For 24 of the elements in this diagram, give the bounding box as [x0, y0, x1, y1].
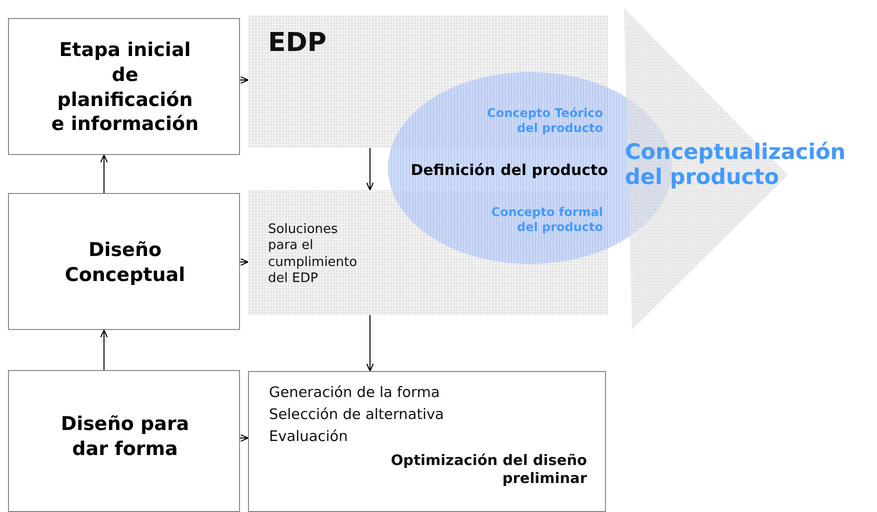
- arrow: [366, 148, 374, 191]
- stage-box: [8, 370, 240, 512]
- stage-title: Diseño Conceptual: [64, 238, 186, 288]
- process-box: [248, 371, 606, 512]
- arrow: [100, 154, 108, 194]
- stage-title: Etapa inicial de planificación e información: [51, 38, 199, 137]
- arrow: [366, 314, 374, 372]
- task-text: Optimización del diseño preliminar: [390, 452, 587, 488]
- stage-box: [8, 18, 240, 155]
- task-text: Evaluación: [269, 428, 348, 446]
- arrow: [240, 258, 249, 266]
- stage-title: Diseño para dar forma: [60, 412, 190, 462]
- task-text: Generación de la forma: [269, 384, 440, 402]
- arrow: [240, 434, 249, 442]
- concept-label: Concepto Teórico del producto: [486, 106, 603, 136]
- conceptualization-label: Conceptualización del producto: [625, 141, 847, 190]
- definition-label: Definición del producto: [410, 161, 608, 180]
- arrow: [100, 329, 108, 370]
- panel-title: EDP: [268, 27, 326, 60]
- panel-text: Soluciones para el cumplimiento del EDP: [268, 222, 358, 287]
- stage-box: [8, 193, 240, 330]
- arrow: [240, 76, 249, 84]
- task-text: Selección de alternativa: [269, 406, 444, 424]
- concept-label: Concepto formal del producto: [490, 205, 603, 235]
